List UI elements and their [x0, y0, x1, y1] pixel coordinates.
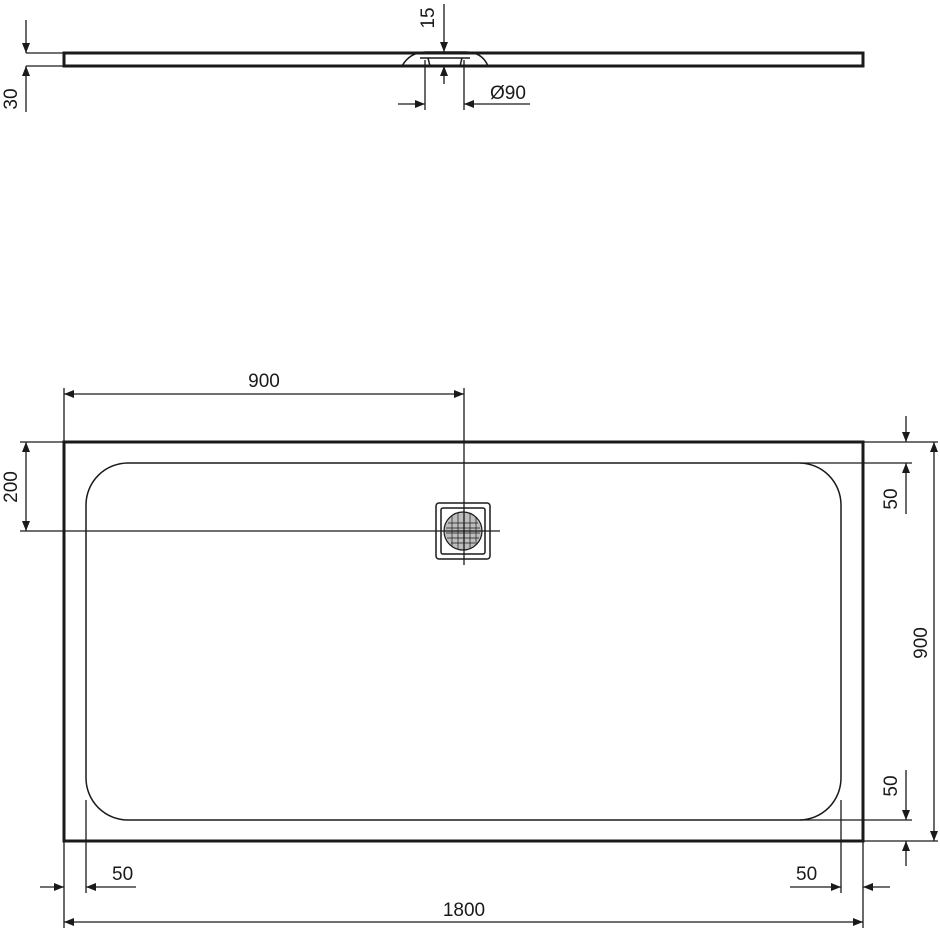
waste-offset-x-label: 900	[248, 371, 280, 392]
waste-depth-label: 15	[418, 7, 439, 28]
waste-offset-y-dimension: 200	[1, 441, 64, 531]
waste-offset-x-dimension: 900	[63, 371, 464, 442]
waste-offset-y-label: 200	[1, 471, 22, 503]
waste-diameter-label: Ø90	[490, 83, 526, 104]
inner-margin-right-label: 50	[796, 864, 817, 885]
length-label: 1800	[443, 900, 485, 921]
plan-view: 900 200 50 50	[1, 371, 938, 928]
bottom-dimensions: 50 50 1800	[40, 800, 890, 928]
thickness-label: 30	[1, 88, 22, 109]
thickness-dimension: 30	[1, 20, 64, 112]
waste-depth-dimension: 15	[418, 4, 448, 84]
waste-diameter-dimension: Ø90	[398, 60, 530, 110]
width-label: 900	[911, 627, 932, 659]
inner-margin-bottom-label: 50	[881, 775, 902, 796]
inner-margin-left-label: 50	[112, 864, 133, 885]
right-dimensions: 50 50 900	[800, 416, 938, 866]
side-view-waste-body	[420, 57, 470, 67]
side-view: 30 15 Ø90	[1, 4, 865, 112]
inner-margin-top-label: 50	[881, 488, 902, 509]
side-view-waste-recess	[401, 51, 489, 67]
